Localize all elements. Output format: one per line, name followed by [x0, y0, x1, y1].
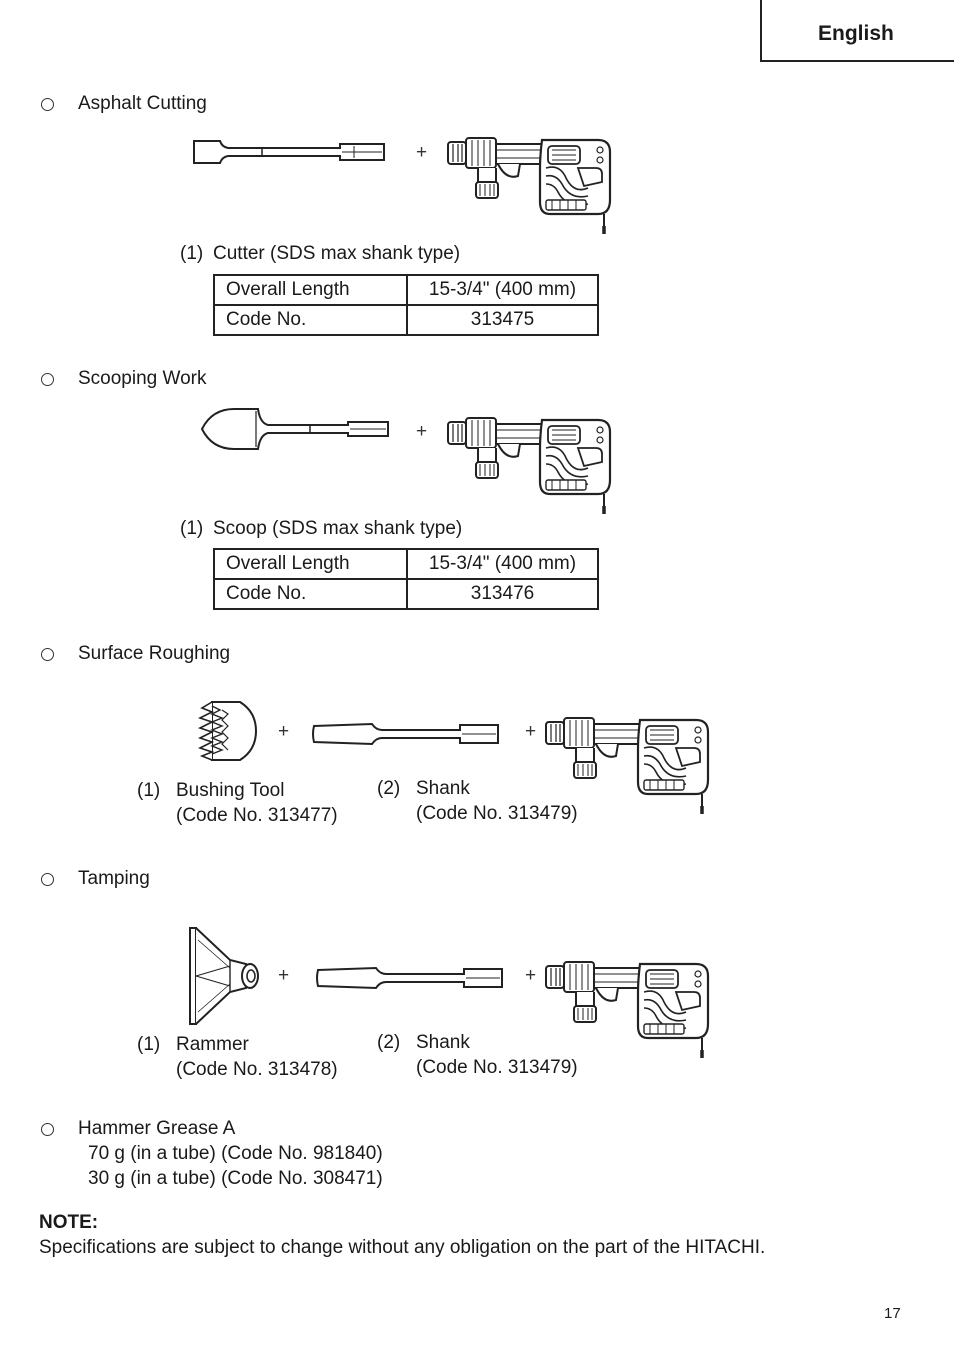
spec-value: 15-3/4" (400 mm)	[406, 274, 599, 306]
spec-key: Code No.	[213, 578, 408, 610]
spec-table-cutter: Overall Length 15-3/4" (400 mm) Code No.…	[213, 274, 599, 336]
grease-line: 30 g (in a tube) (Code No. 308471)	[88, 1168, 383, 1189]
shank-icon	[316, 966, 503, 990]
section-title-asphalt-cutting: Asphalt Cutting	[78, 93, 207, 114]
grease-line: 70 g (in a tube) (Code No. 981840)	[88, 1143, 383, 1164]
plus-sign: +	[416, 142, 428, 163]
note-text: Specifications are subject to change wit…	[39, 1237, 766, 1258]
scoop-icon	[200, 408, 389, 450]
shank-icon	[312, 722, 499, 746]
item-name: Rammer	[176, 1034, 249, 1055]
page-number: 17	[884, 1305, 901, 1322]
table-row: Overall Length 15-3/4" (400 mm)	[213, 548, 599, 580]
item-name: Shank	[416, 1032, 470, 1053]
plus-sign: +	[416, 421, 428, 442]
spec-key: Overall Length	[213, 274, 408, 306]
item-number: (1)	[137, 780, 161, 801]
spec-value: 313476	[406, 578, 599, 610]
plus-sign: +	[278, 965, 290, 986]
cutter-icon	[193, 140, 385, 164]
caption-label: Scoop (SDS max shank type)	[213, 518, 463, 539]
spec-key: Code No.	[213, 304, 408, 336]
plus-sign: +	[525, 965, 537, 986]
item-number: (1)	[137, 1034, 161, 1055]
rammer-icon	[189, 927, 259, 1025]
plus-sign: +	[278, 721, 290, 742]
table-row: Overall Length 15-3/4" (400 mm)	[213, 274, 599, 306]
item-name: Bushing Tool	[176, 780, 285, 801]
item-number: (2)	[377, 1032, 401, 1053]
item-number: (2)	[377, 778, 401, 799]
demolition-hammer-icon	[446, 416, 612, 516]
item-code: (Code No. 313479)	[416, 803, 578, 824]
bushing-tool-icon	[197, 701, 258, 761]
bullet-icon	[41, 648, 54, 661]
plus-sign: +	[525, 721, 537, 742]
spec-key: Overall Length	[213, 548, 408, 580]
bullet-icon	[41, 1123, 54, 1136]
item-code: (Code No. 313477)	[176, 805, 338, 826]
language-tab: English	[760, 0, 954, 62]
demolition-hammer-icon	[544, 960, 710, 1060]
section-title-tamping: Tamping	[78, 868, 150, 889]
language-label: English	[818, 22, 894, 45]
section-title-scooping-work: Scooping Work	[78, 368, 207, 389]
bullet-icon	[41, 873, 54, 886]
item-name: Shank	[416, 778, 470, 799]
section-title-hammer-grease: Hammer Grease A	[78, 1118, 236, 1139]
table-row: Code No. 313475	[213, 304, 599, 336]
bullet-icon	[41, 373, 54, 386]
item-code: (Code No. 313478)	[176, 1059, 338, 1080]
bullet-icon	[41, 98, 54, 111]
caption-label: Cutter (SDS max shank type)	[213, 243, 461, 264]
caption-number: (1)	[180, 243, 204, 264]
table-row: Code No. 313476	[213, 578, 599, 610]
note-label: NOTE:	[39, 1212, 99, 1233]
demolition-hammer-icon	[446, 136, 612, 236]
caption-number: (1)	[180, 518, 204, 539]
spec-value: 15-3/4" (400 mm)	[406, 548, 599, 580]
spec-value: 313475	[406, 304, 599, 336]
section-title-surface-roughing: Surface Roughing	[78, 643, 231, 664]
spec-table-scoop: Overall Length 15-3/4" (400 mm) Code No.…	[213, 548, 599, 610]
item-code: (Code No. 313479)	[416, 1057, 578, 1078]
